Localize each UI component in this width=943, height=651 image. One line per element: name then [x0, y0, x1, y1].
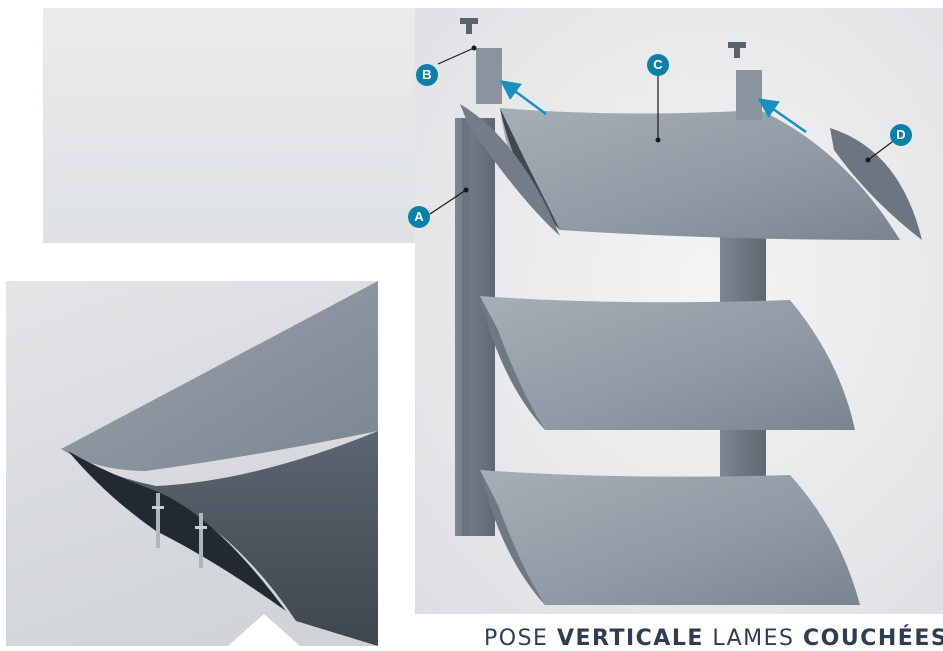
inset-pointer	[228, 614, 300, 646]
leader-b	[437, 47, 475, 65]
caption: POSE VERTICALE LAMES COUCHÉES	[484, 626, 943, 651]
blade-profile-illustration	[61, 281, 378, 646]
leader-a	[429, 189, 467, 215]
arrow-c	[757, 98, 807, 134]
label-a: A	[408, 206, 430, 228]
end-plate-left	[460, 104, 560, 236]
caption-part-2: VERTICALE	[556, 626, 704, 651]
label-c: C	[647, 54, 669, 76]
slat-c	[500, 108, 900, 240]
blade-detail-inset	[6, 281, 378, 646]
bracket-b	[460, 18, 502, 104]
caption-part-1: POSE	[484, 626, 557, 651]
arrow-b	[499, 80, 547, 116]
caption-part-3: LAMES	[703, 626, 804, 651]
slat-middle	[480, 296, 855, 430]
post-a	[455, 118, 495, 536]
label-b: B	[416, 64, 438, 86]
end-plate-d	[830, 128, 922, 240]
caption-part-4: COUCHÉES	[803, 626, 943, 651]
bracket-right	[728, 42, 762, 120]
slat-bottom	[480, 470, 860, 605]
label-d: D	[890, 124, 912, 146]
